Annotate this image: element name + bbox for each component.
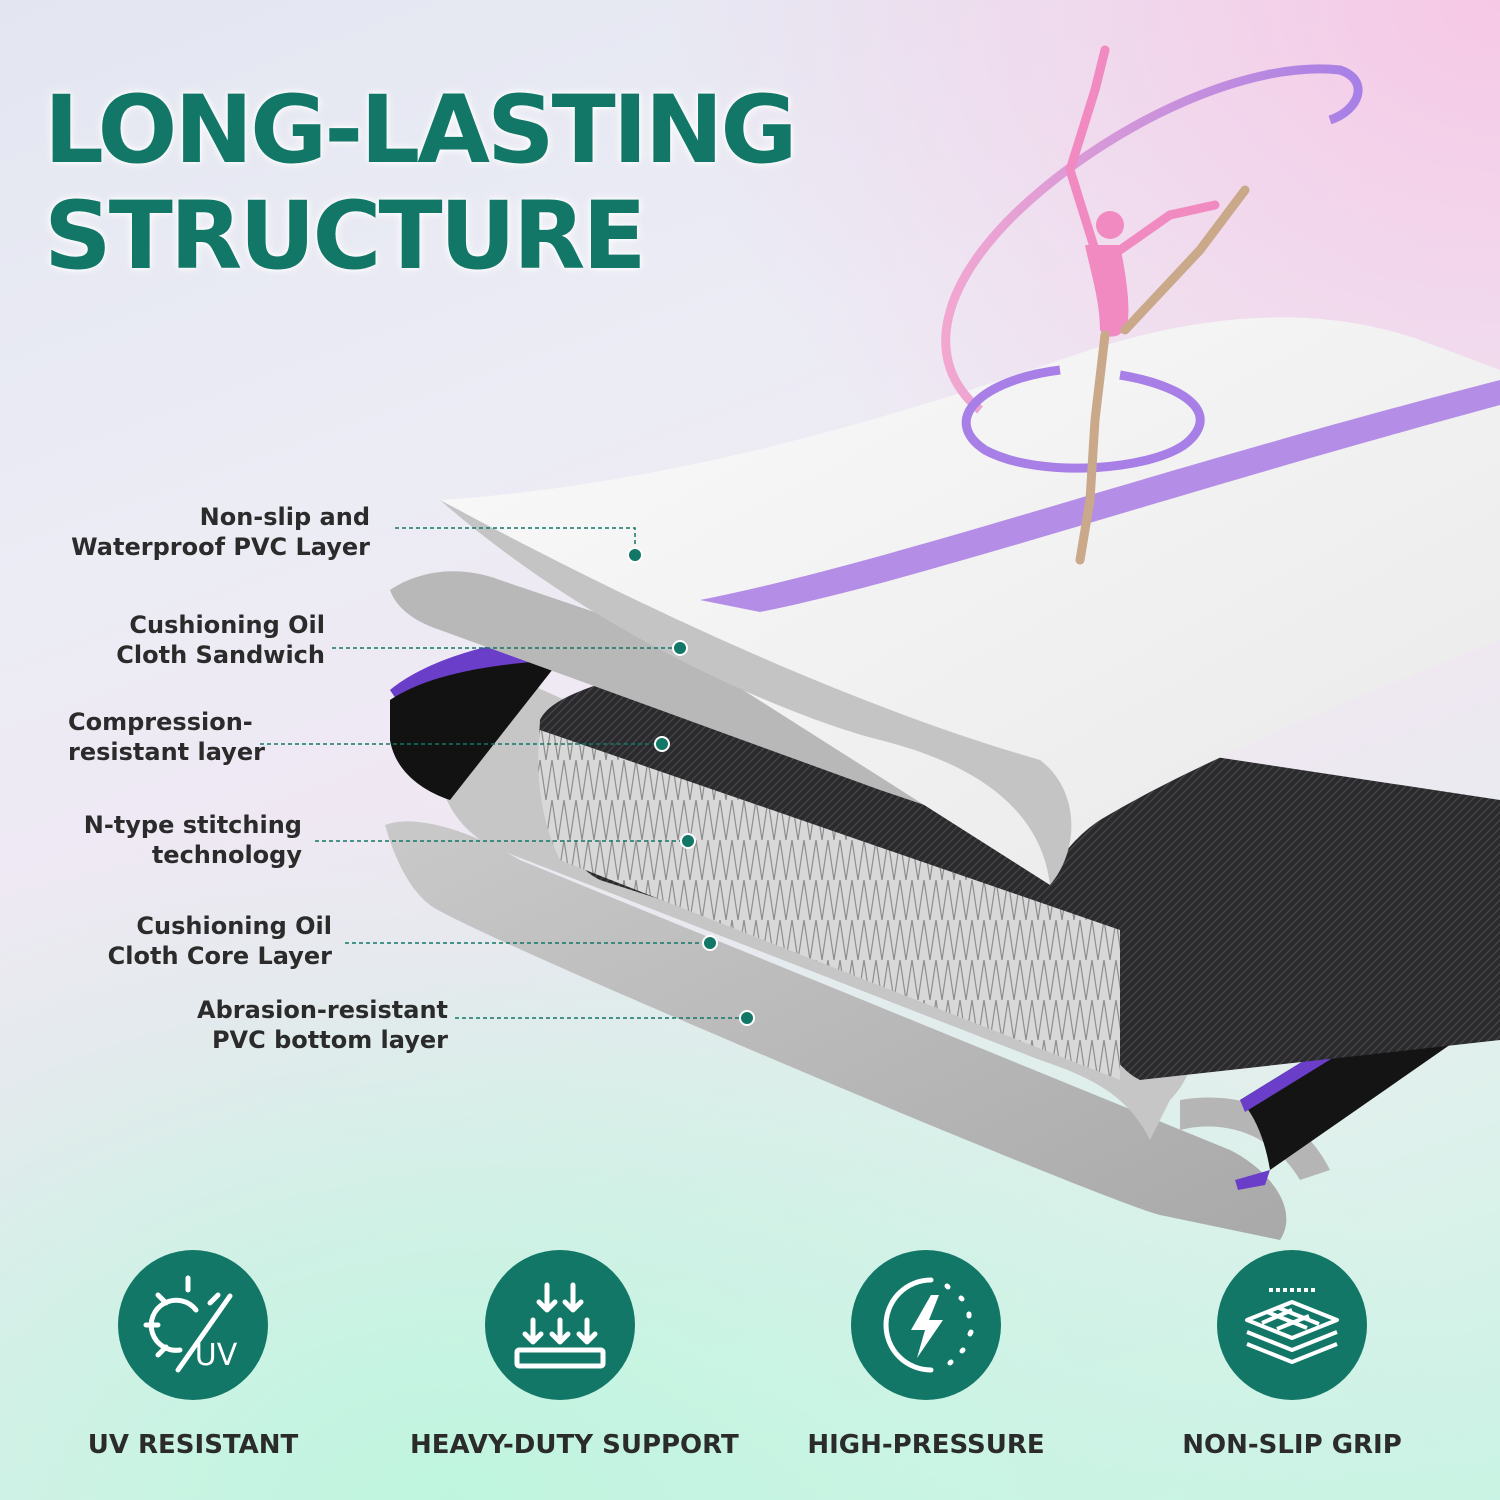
callout-line-2: resistant layer	[68, 738, 265, 766]
callout-line-2: Cloth Core Layer	[107, 942, 332, 970]
feature-label: HIGH-PRESSURE	[807, 1430, 1045, 1460]
feature-uv-resistant: UV UV RESISTANT	[43, 1250, 343, 1460]
feature-label: UV RESISTANT	[87, 1430, 299, 1460]
callout-line-1: Compression-	[68, 708, 253, 736]
callout-dots	[627, 547, 755, 1026]
feature-label: NON-SLIP GRIP	[1182, 1430, 1402, 1460]
title-line-2: STRUCTURE	[44, 182, 647, 291]
callout-line-2: technology	[151, 841, 302, 869]
callout-line-2: PVC bottom layer	[211, 1026, 448, 1054]
sandwich-layer	[390, 571, 1065, 860]
lightning-gauge-icon	[851, 1250, 1001, 1400]
callout-oil-cloth-core: Cushioning Oil Cloth Core Layer	[108, 911, 332, 971]
feature-heavy-duty-support: HEAVY-DUTY SUPPORT	[410, 1250, 739, 1460]
feature-high-pressure: HIGH-PRESSURE	[776, 1250, 1076, 1460]
drop-stitch-core	[538, 670, 1500, 1080]
callout-line-1: Cushioning Oil	[129, 611, 325, 639]
callout-line-2: Cloth Sandwich	[116, 641, 325, 669]
callout-n-type-stitching: N-type stitching technology	[84, 810, 302, 870]
callout-line-1: Abrasion-resistant	[197, 996, 448, 1024]
top-pvc-layer	[440, 317, 1500, 885]
page-title: LONG-LASTING STRUCTURE	[44, 76, 798, 291]
callout-compression-resistant: Compression- resistant layer	[68, 707, 265, 767]
callout-line-1: N-type stitching	[83, 811, 302, 839]
uv-text: UV	[195, 1338, 238, 1373]
callout-line-2: Waterproof PVC Layer	[71, 533, 370, 561]
gymnast-illustration	[941, 45, 1363, 565]
title-line-1: LONG-LASTING	[44, 76, 798, 185]
callout-abrasion-resistant: Abrasion-resistant PVC bottom layer	[197, 995, 448, 1055]
callout-line-1: Cushioning Oil	[136, 912, 332, 940]
feature-label: HEAVY-DUTY SUPPORT	[410, 1430, 739, 1460]
callout-non-slip-pvc: Non-slip and Waterproof PVC Layer	[71, 502, 370, 562]
feature-non-slip-grip: NON-SLIP GRIP	[1142, 1250, 1442, 1460]
callout-oil-cloth-sandwich: Cushioning Oil Cloth Sandwich	[116, 610, 325, 670]
callout-leaders	[260, 527, 747, 1019]
pressure-arrows-icon	[485, 1250, 635, 1400]
callout-line-1: Non-slip and	[199, 503, 370, 531]
non-slip-layers-icon	[1217, 1250, 1367, 1400]
uv-sun-icon: UV	[118, 1250, 268, 1400]
